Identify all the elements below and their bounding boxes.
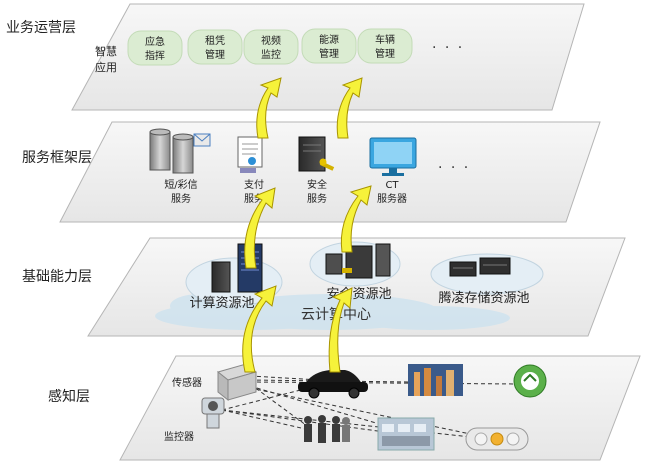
storage-pool-label: 腾凌存储资源池 xyxy=(438,290,529,306)
app-pill-label: 管理 xyxy=(375,47,395,60)
app-pill-lease[interactable]: 租凭 管理 xyxy=(187,29,243,65)
layer-label-business: 业务运营层 xyxy=(6,20,76,36)
monitor-icon xyxy=(369,137,417,176)
layer-label-perception: 感知层 xyxy=(48,389,90,405)
layer-label-capability: 基础能力层 xyxy=(22,269,92,285)
layer-label-service: 服务框架层 xyxy=(22,150,92,166)
service-label: 服务器 xyxy=(377,192,407,205)
payment-document-icon xyxy=(237,136,263,173)
plane-service xyxy=(59,121,601,223)
business-ellipsis: · · · xyxy=(432,40,464,56)
people-icon xyxy=(304,415,350,443)
service-ellipsis: · · · xyxy=(438,160,470,176)
security-server-icon xyxy=(298,136,335,172)
service-label: 服务 xyxy=(171,192,191,205)
service-label: CT xyxy=(385,180,399,191)
security-pool-label: 安全资源池 xyxy=(326,286,391,302)
traffic-light-icon xyxy=(465,427,529,451)
app-pill-label: 车辆 xyxy=(375,33,395,46)
smart-app-label-line1: 智慧 xyxy=(95,44,117,58)
city-photo-icon xyxy=(408,364,463,396)
app-pill-label: 管理 xyxy=(319,47,339,60)
app-pill-energy[interactable]: 能源 管理 xyxy=(301,28,357,64)
compute-pool-label: 计算资源池 xyxy=(189,296,254,311)
recycle-badge-icon xyxy=(513,364,547,398)
service-label: 支付 xyxy=(244,178,264,191)
app-pill-label: 视频 xyxy=(261,34,281,47)
app-pill-emergency[interactable]: 应急 指挥 xyxy=(127,30,183,66)
storage-rack-icon xyxy=(449,257,511,277)
app-pill-label: 应急 xyxy=(145,35,165,48)
smart-app-label-line2: 应用 xyxy=(95,60,117,74)
flow-arrows xyxy=(242,77,372,373)
sms-server-icon xyxy=(149,128,211,174)
service-label: 短/彩信 xyxy=(164,178,197,191)
sensor-label: 传感器 xyxy=(172,376,202,389)
office-photo-icon xyxy=(377,417,435,451)
app-pill-label: 指挥 xyxy=(145,49,165,62)
app-pill-label: 监控 xyxy=(261,48,281,61)
app-pill-label: 能源 xyxy=(319,33,339,46)
app-pill-video[interactable]: 视频 监控 xyxy=(243,29,299,65)
monitor-label: 监控器 xyxy=(164,430,194,443)
camera-icon xyxy=(201,397,225,429)
service-label: 安全 xyxy=(307,178,327,191)
car-icon xyxy=(298,370,368,399)
app-pill-vehicle[interactable]: 车辆 管理 xyxy=(357,28,413,64)
service-label: 服务 xyxy=(307,192,327,205)
app-pill-label: 租凭 xyxy=(205,34,225,47)
app-pill-label: 管理 xyxy=(205,48,225,61)
